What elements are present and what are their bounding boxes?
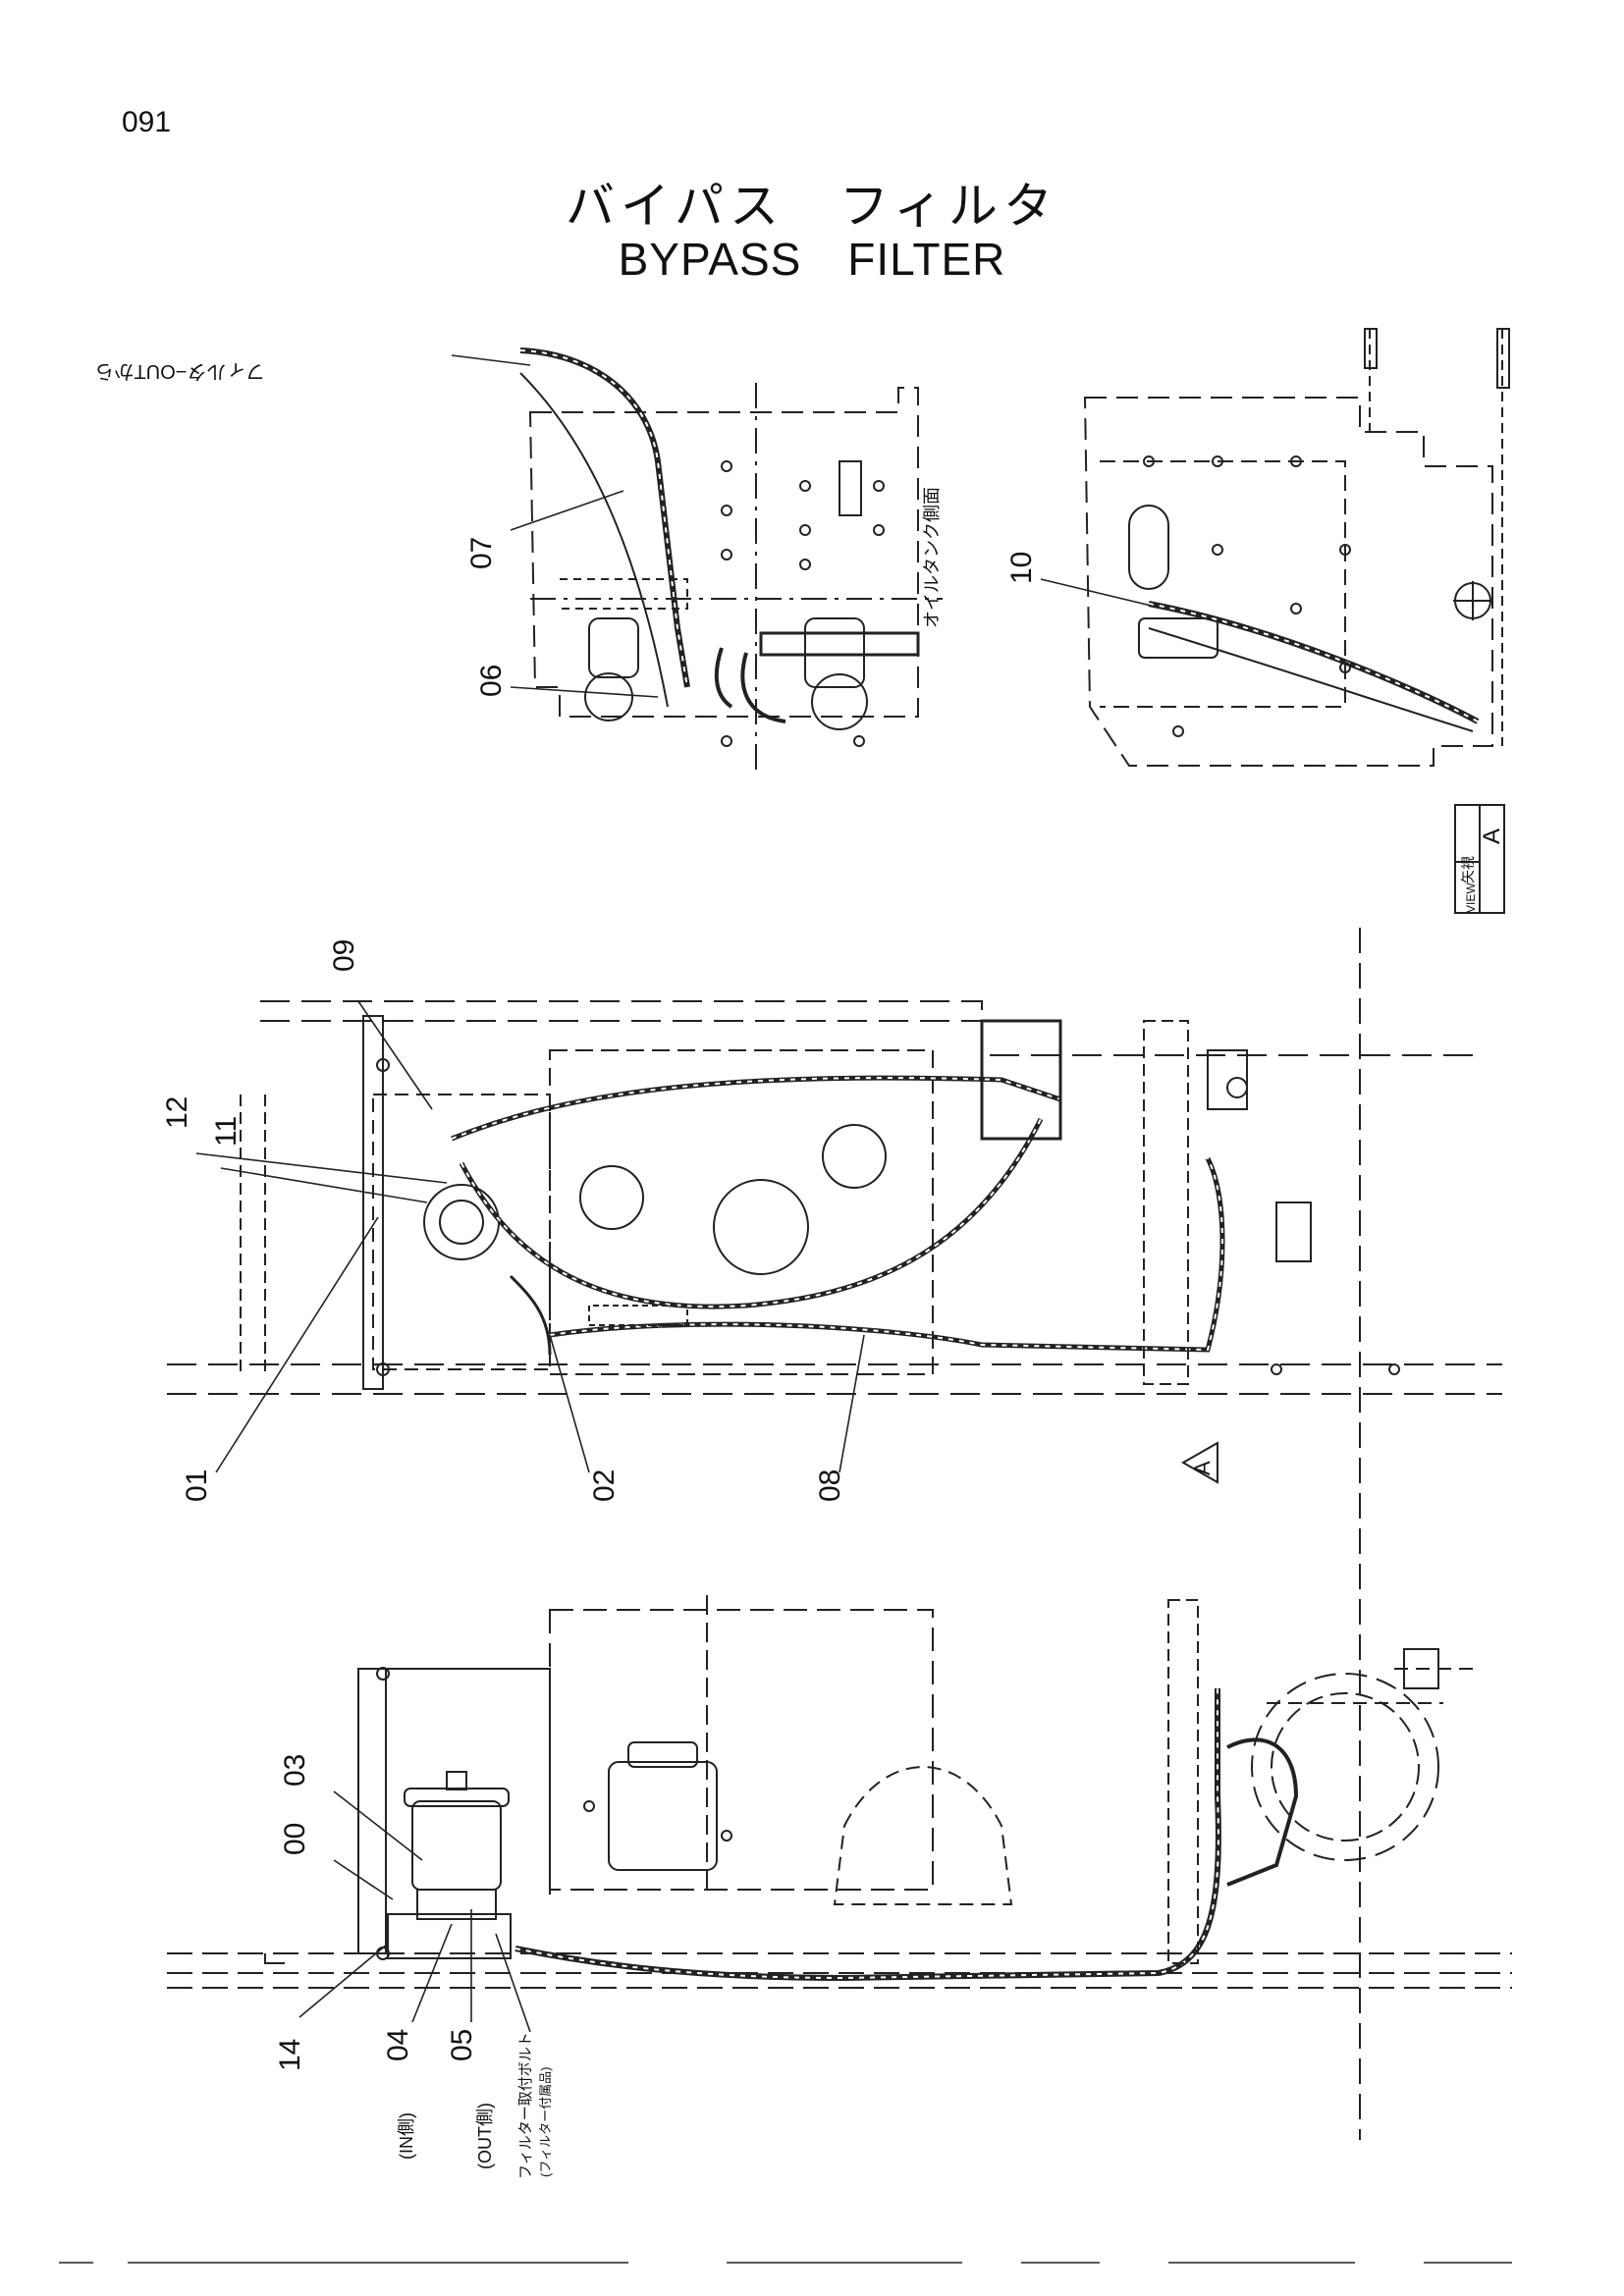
annotation-out-side: (OUT側) <box>475 2103 495 2169</box>
callout-01: 01 <box>181 1469 213 1502</box>
annotation-filter-out: フィルタ−OUTから <box>95 360 266 383</box>
bypass-filter <box>387 1771 512 1959</box>
callout-03: 03 <box>279 1754 311 1787</box>
top-left-view <box>519 347 943 775</box>
callout-08: 08 <box>814 1469 846 1502</box>
view-box-kanji: 矢視 <box>1460 856 1476 883</box>
annotation-bolt-note: フィルター取付ボルト <box>517 2032 534 2179</box>
middle-view <box>167 928 1502 2140</box>
title-english: BYPASS FILTER <box>618 234 1006 285</box>
view-arrow <box>1180 1441 1218 1484</box>
callout-07: 07 <box>465 537 498 569</box>
view-arrow-letter: A <box>1190 1461 1215 1475</box>
pump-assembly <box>608 1741 1013 1905</box>
callout-04: 04 <box>382 2029 414 2061</box>
top-right-view <box>1083 328 1510 767</box>
callout-09: 09 <box>328 939 360 972</box>
callout-02: 02 <box>588 1469 621 1502</box>
page-number: 091 <box>122 106 172 138</box>
annotation-in-side: (IN側) <box>397 2112 416 2160</box>
callout-11: 11 <box>210 1116 243 1147</box>
callout-05: 05 <box>446 2029 478 2061</box>
bottom-view <box>167 1595 1512 1989</box>
annotation-oil-tank-side: オイルタンク側面 <box>922 487 942 628</box>
annotation-bolt-note-sub: (フィルター付属品) <box>538 2067 553 2177</box>
title-japanese: バイパス フィルタ <box>566 178 1058 235</box>
view-a-label-box <box>1454 804 1505 914</box>
leader-lines <box>195 354 1164 2033</box>
view-box-view: VIEW <box>1464 882 1478 913</box>
callout-12: 12 <box>161 1096 193 1129</box>
callout-00: 00 <box>279 1823 311 1855</box>
callout-14: 14 <box>274 2039 306 2071</box>
view-box-letter: A <box>1479 828 1505 844</box>
callout-10: 10 <box>1005 552 1038 584</box>
callout-06: 06 <box>475 665 508 697</box>
